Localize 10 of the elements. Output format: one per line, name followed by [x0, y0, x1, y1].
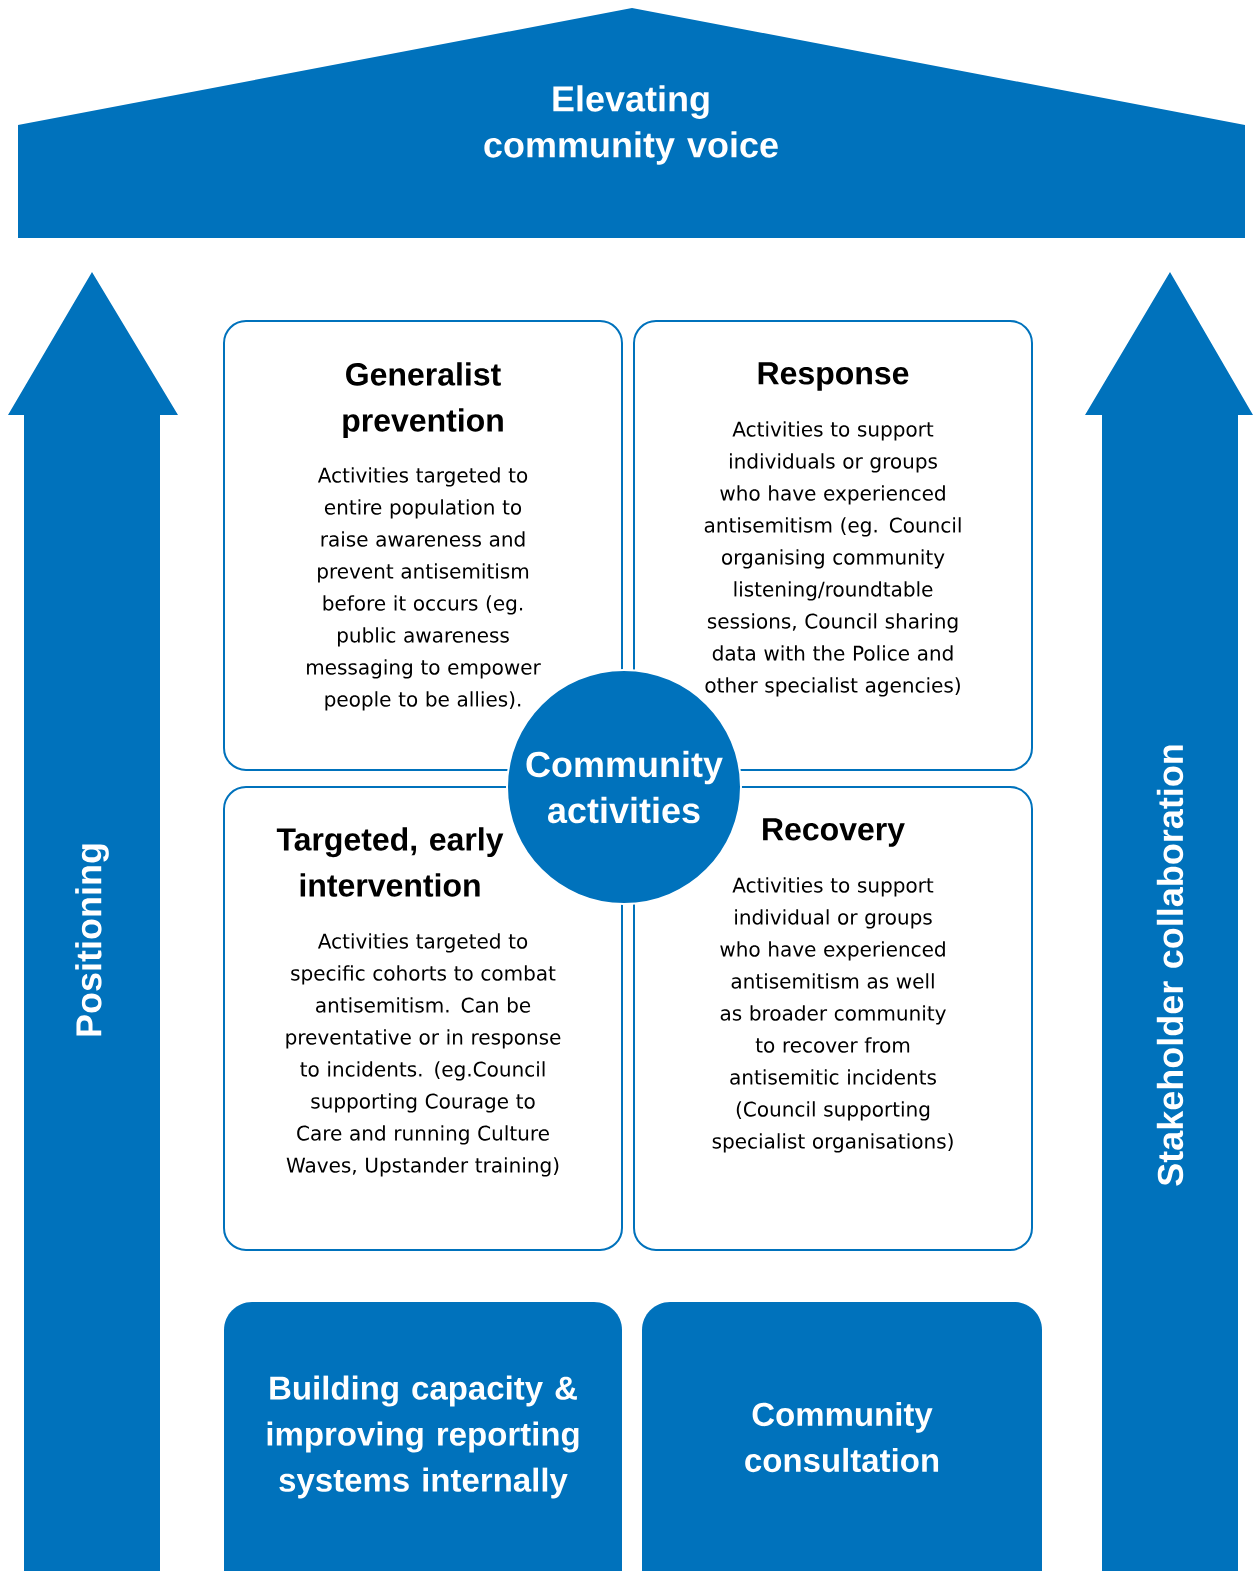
- roof-banner: Elevating community voice: [18, 8, 1245, 238]
- box-heading: Generalist prevention: [343, 362, 503, 439]
- pillar: Positioning: [8, 272, 178, 1571]
- foundation-box: Building capacity & improving reporting systems internally: [224, 1302, 622, 1571]
- box-text: Activities targeted to specific cohorts to combat antisemitism. Can be preventative or in response to incidents. (eg.Council supporting Courage to Care and running Culture Waves, Upstander training): [286, 933, 561, 1177]
- pillar: Stakeholder collaboration: [1085, 272, 1253, 1571]
- box-heading: Recovery: [763, 818, 905, 847]
- foundation-box: Community consultation: [642, 1302, 1042, 1571]
- box-heading: Targeted, early intervention: [276, 827, 504, 897]
- box-heading: Response: [758, 362, 909, 391]
